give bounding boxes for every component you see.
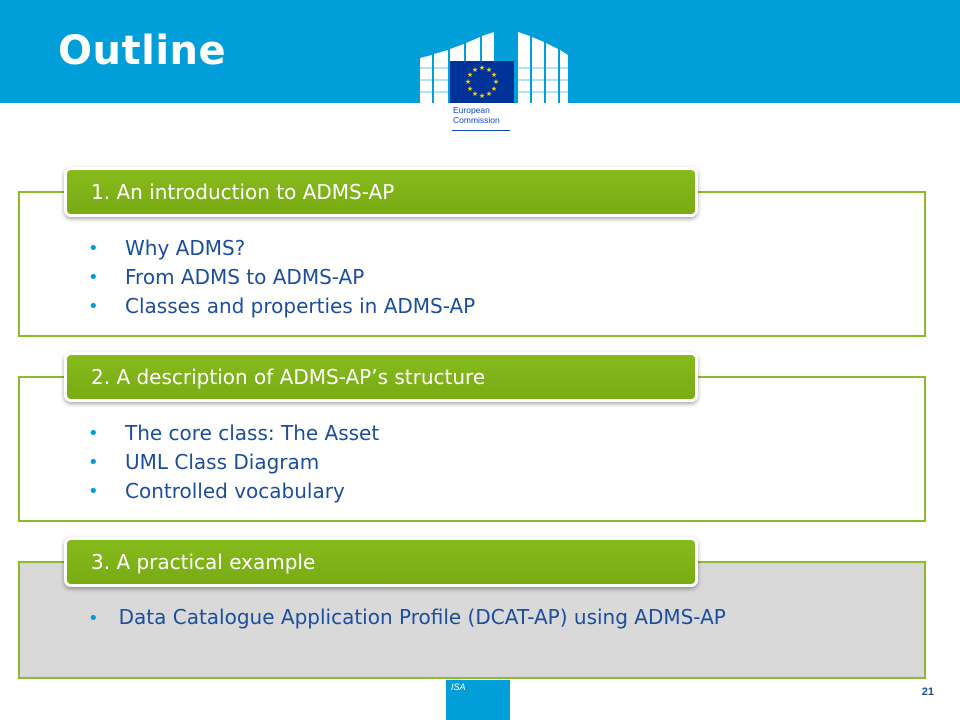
isa-footer-tab	[446, 680, 510, 720]
section-3-bullet: • Data Catalogue Application Profile (DCA…	[88, 603, 868, 633]
svg-text:★: ★	[472, 66, 478, 74]
logo-underline	[452, 130, 510, 131]
list-item: UML Class Diagram	[88, 448, 379, 477]
section-3-heading: 3. A practical example	[64, 537, 698, 587]
logo-line-1: European	[453, 105, 490, 115]
section-1-heading: 1. An introduction to ADMS-AP	[64, 167, 698, 217]
svg-text:★: ★	[472, 90, 478, 98]
bullet-icon: •	[88, 608, 99, 629]
section-1-bullets: Why ADMS? From ADMS to ADMS-AP Classes a…	[88, 234, 475, 321]
isa-label: ISA	[451, 682, 466, 692]
logo-wordmark: European Commission	[453, 105, 500, 125]
list-item: From ADMS to ADMS-AP	[88, 263, 475, 292]
svg-text:★: ★	[465, 78, 471, 86]
section-2-bullets: The core class: The Asset UML Class Diag…	[88, 419, 379, 506]
page-number: 21	[921, 686, 934, 698]
svg-text:★: ★	[479, 92, 485, 100]
svg-text:★: ★	[491, 71, 497, 79]
slide-title: Outline	[58, 28, 227, 74]
list-item: The core class: The Asset	[88, 419, 379, 448]
svg-text:★: ★	[486, 90, 492, 98]
list-item: Data Catalogue Application Profile (DCAT…	[118, 605, 726, 629]
logo-text-plate	[445, 103, 511, 138]
list-item: Why ADMS?	[88, 234, 475, 263]
european-commission-logo: ★★★ ★★★ ★★★ ★★★	[420, 32, 568, 103]
svg-text:★: ★	[479, 64, 485, 72]
list-item: Controlled vocabulary	[88, 477, 379, 506]
svg-text:★: ★	[486, 66, 492, 74]
logo-line-2: Commission	[453, 115, 500, 125]
svg-text:★: ★	[493, 78, 499, 86]
svg-text:★: ★	[467, 71, 473, 79]
svg-text:★: ★	[467, 85, 473, 93]
list-item: Classes and properties in ADMS-AP	[88, 292, 475, 321]
section-2-heading: 2. A description of ADMS-AP’s structure	[64, 352, 698, 402]
svg-text:★: ★	[491, 85, 497, 93]
